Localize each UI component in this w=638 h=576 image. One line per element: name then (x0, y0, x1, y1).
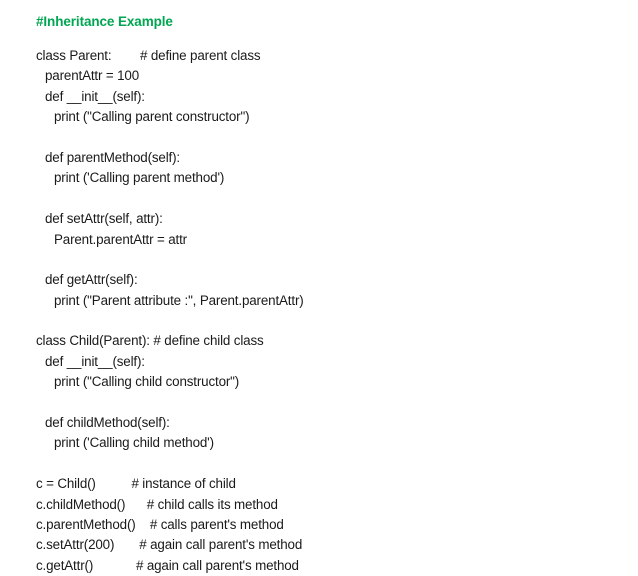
code-line: print ('Calling parent method') (54, 170, 225, 186)
code-line: c.getAttr() # again call parent's method (36, 557, 299, 573)
code-line: c.parentMethod() # calls parent's method (36, 516, 284, 532)
code-line-blank (36, 311, 616, 331)
code-line-blank (36, 454, 616, 474)
code-line-blank (36, 128, 616, 148)
code-line: def __init__(self): (45, 88, 145, 104)
code-line-blank (36, 189, 616, 209)
code-line: parentAttr = 100 (45, 68, 140, 84)
code-line: class Parent: # define parent class (36, 48, 261, 63)
code-line: print ("Calling child constructor") (54, 374, 240, 390)
code-line: class Child(Parent): # define child clas… (36, 333, 264, 349)
code-line: def __init__(self): (45, 353, 145, 369)
code-line: c.setAttr(200) # again call parent's met… (36, 537, 303, 553)
code-line-blank (36, 393, 616, 413)
code-listing: class Parent: # define parent class paren… (36, 46, 616, 576)
code-line: c.childMethod() # child calls its method (36, 496, 278, 512)
code-line: def childMethod(self): (45, 415, 170, 431)
code-line: print ("Calling parent constructor") (54, 109, 250, 125)
page-title: #Inheritance Example (36, 14, 173, 29)
code-line: print ("Parent attribute :", Parent.pare… (54, 292, 304, 308)
slide-canvas: #Inheritance Example class Parent: # def… (36, 14, 304, 573)
code-line: Parent.parentAttr = attr (54, 231, 187, 247)
code-line-blank (36, 250, 616, 270)
code-line: def parentMethod(self): (45, 149, 180, 165)
code-line: def setAttr(self, attr): (45, 211, 163, 227)
code-line: print ('Calling child method') (54, 435, 214, 451)
code-line: def getAttr(self): (45, 272, 138, 288)
code-line: c = Child() # instance of child (36, 476, 236, 492)
